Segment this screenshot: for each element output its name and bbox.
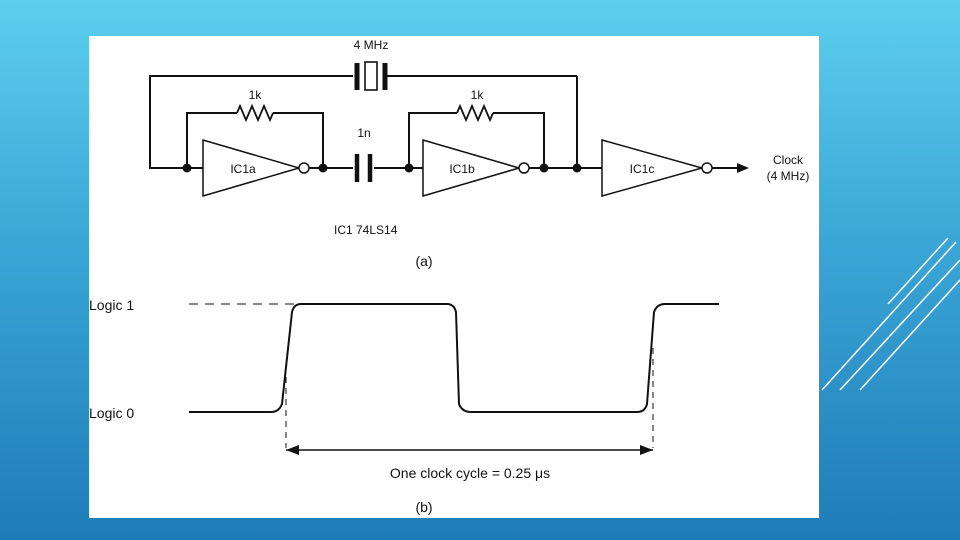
crystal-feedback-wire bbox=[149, 75, 353, 169]
output-label-line1: Clock bbox=[773, 153, 804, 167]
caption-a: (a) bbox=[415, 253, 432, 269]
cycle-arrow-right bbox=[640, 445, 653, 455]
gate-ic1c bbox=[601, 139, 705, 197]
capacitor-symbol bbox=[354, 154, 373, 182]
resistor1-wire bbox=[186, 112, 237, 168]
logic0-label: Logic 0 bbox=[89, 405, 134, 421]
oscillator-circuit: 4 MHz 1k IC1a 1n bbox=[149, 38, 810, 269]
resistor2-wire bbox=[408, 112, 457, 168]
cycle-label: One clock cycle = 0.25 μs bbox=[390, 465, 550, 481]
gate-ic1c-label: IC1c bbox=[630, 162, 655, 176]
capacitor-label: 1n bbox=[357, 126, 370, 140]
resistor2-wire-right bbox=[493, 112, 545, 168]
crystal-symbol bbox=[354, 61, 388, 91]
decorative-line bbox=[821, 241, 957, 391]
junction-dot bbox=[318, 163, 328, 173]
decorative-line bbox=[859, 279, 960, 391]
logic1-label: Logic 1 bbox=[89, 297, 134, 313]
clock-output-arrow bbox=[737, 163, 749, 173]
figure-diagram: 4 MHz 1k IC1a 1n bbox=[89, 38, 810, 515]
resistor2-label: 1k bbox=[471, 88, 485, 102]
gate-ic1b bbox=[422, 139, 522, 197]
gate-ic1b-bubble bbox=[518, 162, 530, 174]
crystal-label: 4 MHz bbox=[354, 38, 389, 52]
gate-ic1a-label: IC1a bbox=[230, 162, 256, 176]
decorative-line bbox=[839, 259, 960, 391]
gate-ic1b-label: IC1b bbox=[449, 162, 475, 176]
output-label-line2: (4 MHz) bbox=[767, 169, 810, 183]
junction-dot bbox=[404, 163, 414, 173]
junction-dot bbox=[539, 163, 549, 173]
resistor1-label: 1k bbox=[249, 88, 263, 102]
decorative-line bbox=[887, 237, 949, 305]
resistor1-wire-right bbox=[273, 112, 324, 168]
junction-dot bbox=[572, 163, 582, 173]
clock-signal-trace bbox=[189, 303, 719, 413]
gate-ic1a-bubble bbox=[298, 162, 310, 174]
resistor2-symbol bbox=[456, 103, 494, 123]
resistor1-symbol bbox=[236, 103, 274, 123]
clock-waveform: Logic 1 Logic 0 One clock cycle = 0.25 μ… bbox=[89, 297, 719, 515]
junction-dots bbox=[182, 163, 582, 173]
ic-label: IC1 74LS14 bbox=[334, 223, 398, 237]
cycle-arrow-left bbox=[286, 445, 299, 455]
gate-ic1c-bubble bbox=[701, 162, 713, 174]
caption-b: (b) bbox=[415, 499, 432, 515]
junction-dot bbox=[182, 163, 192, 173]
decorative-diagonal-lines bbox=[821, 237, 960, 391]
figure-panel: 4 MHz 1k IC1a 1n bbox=[89, 36, 819, 518]
